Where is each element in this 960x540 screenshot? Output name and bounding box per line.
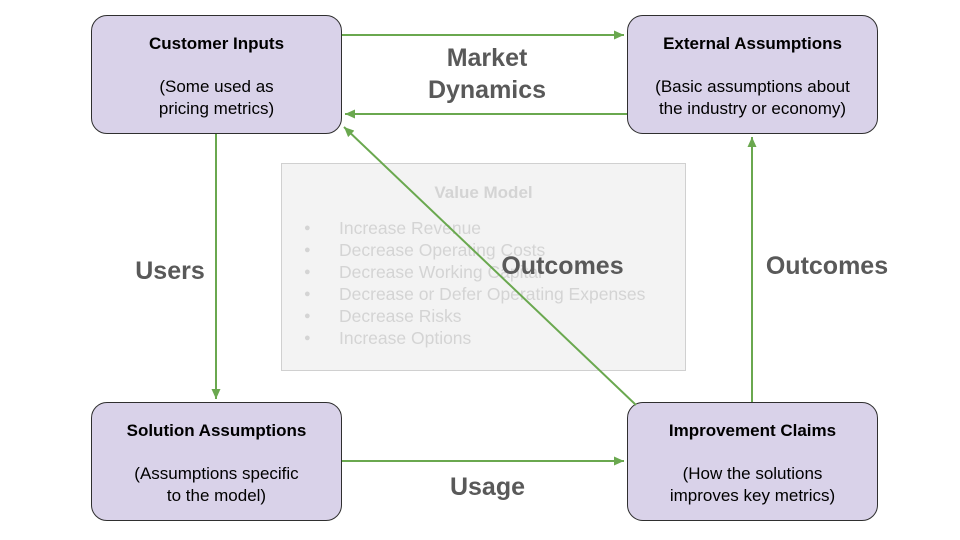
node-description: (Basic assumptions about the industry or… xyxy=(655,77,850,118)
edge-label-outcomes-right: Outcomes xyxy=(765,252,889,280)
node-title: Customer Inputs xyxy=(148,34,285,53)
node-improvement-claims: Improvement Claims (How the solutions im… xyxy=(627,402,878,521)
edge-label-users: Users xyxy=(135,257,205,285)
node-solution-assumptions: Solution Assumptions (Assumptions specif… xyxy=(91,402,342,521)
node-description: (Assumptions specific to the model) xyxy=(134,464,299,505)
value-model-item: Increase Options xyxy=(282,327,685,349)
value-model-item: Decrease or Defer Operating Expenses xyxy=(282,283,685,305)
value-model-item: Increase Revenue xyxy=(282,217,685,239)
node-title: Improvement Claims xyxy=(668,421,837,440)
edge-label-usage: Usage xyxy=(449,473,526,501)
node-customer-inputs: Customer Inputs (Some used as pricing me… xyxy=(91,15,342,134)
node-description: (How the solutions improves key metrics) xyxy=(669,464,836,505)
node-external-assumptions: External Assumptions (Basic assumptions … xyxy=(627,15,878,134)
node-title: External Assumptions xyxy=(663,34,842,53)
node-title: Solution Assumptions xyxy=(126,421,307,440)
edge-label-outcomes-center: Outcomes xyxy=(501,252,624,280)
node-description: (Some used as pricing metrics) xyxy=(158,77,275,118)
value-model-item: Decrease Risks xyxy=(282,305,685,327)
value-model-list: Increase Revenue Decrease Operating Cost… xyxy=(282,217,685,349)
edge-label-market-dynamics: Market Dynamics xyxy=(427,44,547,104)
value-model-title: Value Model xyxy=(434,183,533,202)
